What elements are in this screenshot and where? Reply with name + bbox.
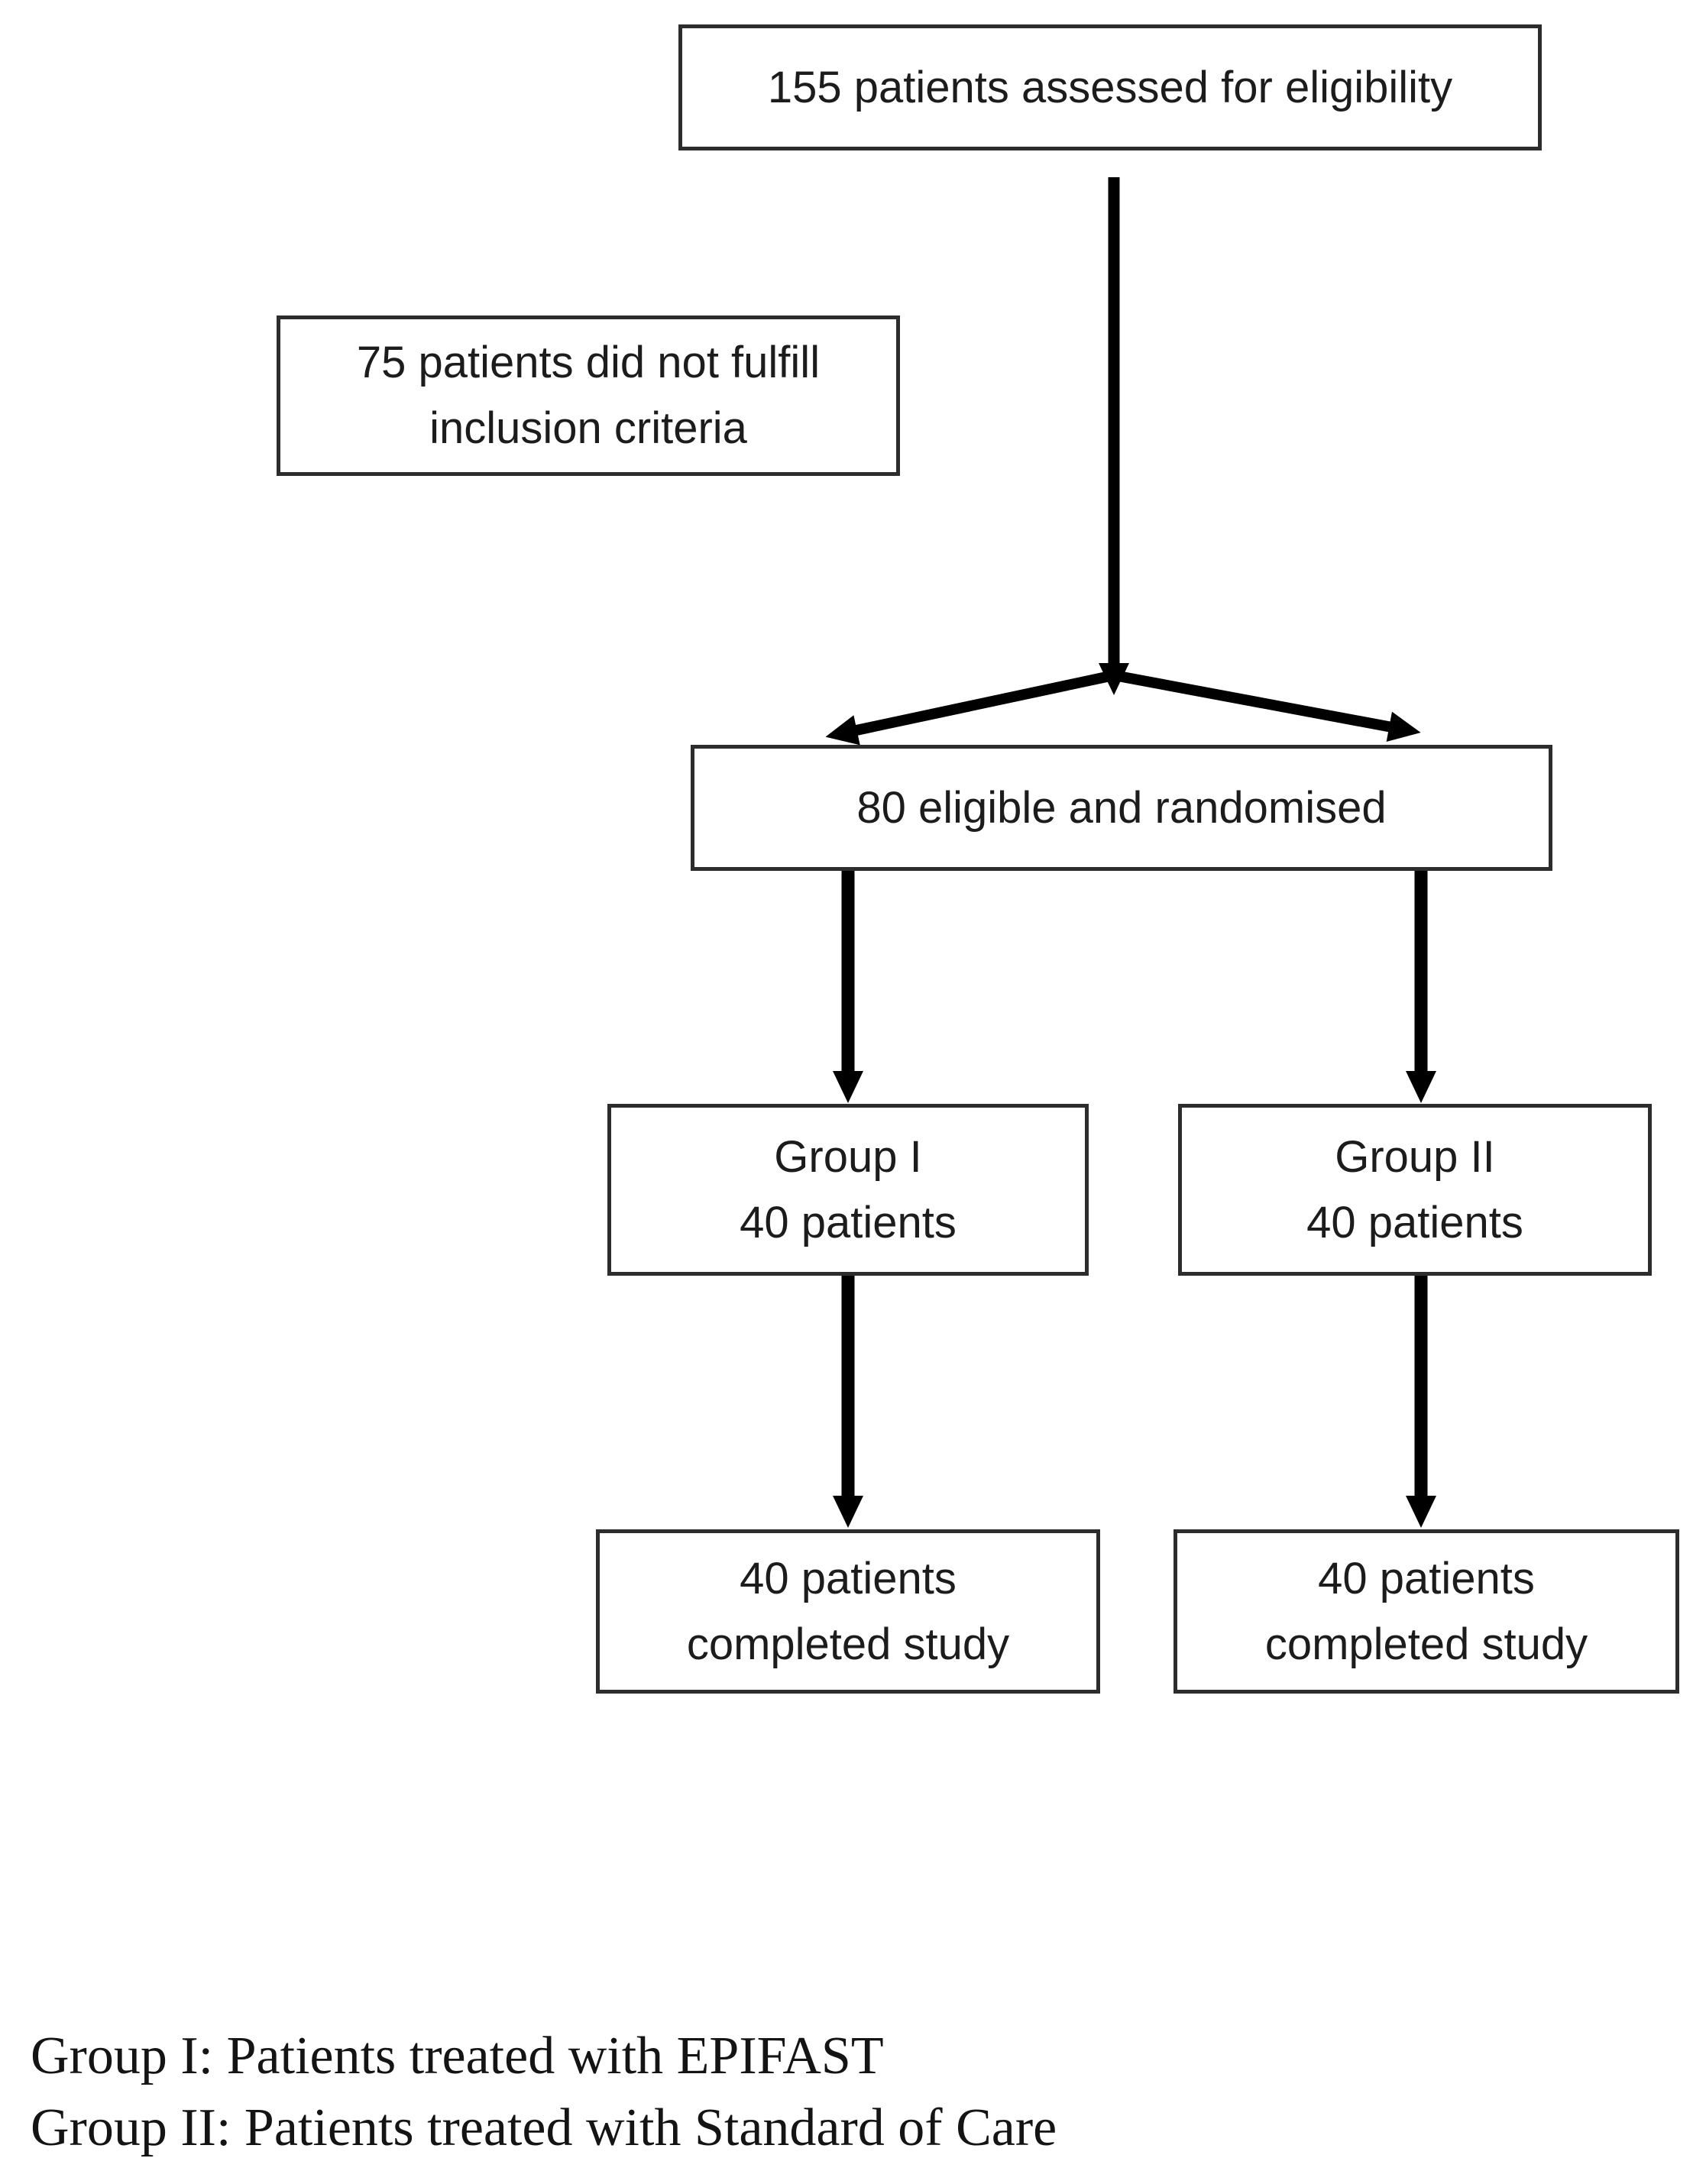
box-group2-title: Group II <box>1335 1131 1495 1182</box>
legend-group1-definition: Group I: Patients treated with EPIFAST <box>31 2027 884 2085</box>
box-assessed-for-eligibility: 155 patients assessed for eligibility <box>678 24 1542 150</box>
legend-group2-definition: Group II: Patients treated with Standard… <box>31 2098 1057 2157</box>
box-assessed-text: 155 patients assessed for eligibility <box>767 62 1453 112</box>
box-group2-count: 40 patients <box>1306 1197 1523 1247</box>
box-group2-completed-study: 40 patients completed study <box>1173 1529 1679 1694</box>
box-group-1: Group I 40 patients <box>607 1104 1089 1276</box>
box-did-not-fulfill-criteria: 75 patients did not fulfill inclusion cr… <box>277 315 900 476</box>
box-group1-completed-study: 40 patients completed study <box>596 1529 1100 1694</box>
box-group-2: Group II 40 patients <box>1178 1104 1652 1276</box>
box-eligible-and-randomised: 80 eligible and randomised <box>691 745 1552 871</box>
box-completed2-line1: 40 patients <box>1318 1553 1535 1603</box>
box-group1-count: 40 patients <box>740 1197 957 1247</box>
arrow-vertex-to-randomised-right <box>1112 670 1421 742</box>
box-randomised-text: 80 eligible and randomised <box>856 782 1387 833</box>
box-completed2-line2: completed study <box>1264 1619 1588 1669</box>
box-notfulfill-line2: inclusion criteria <box>429 403 747 453</box>
legend: Group I: Patients treated with EPIFAST G… <box>31 2021 1057 2164</box>
arrow-vertex-to-randomised-left <box>825 670 1115 746</box>
box-completed1-line1: 40 patients <box>740 1553 957 1603</box>
box-group1-title: Group I <box>774 1131 922 1182</box>
box-notfulfill-line1: 75 patients did not fulfill <box>356 338 821 387</box>
box-completed1-line2: completed study <box>686 1619 1010 1669</box>
